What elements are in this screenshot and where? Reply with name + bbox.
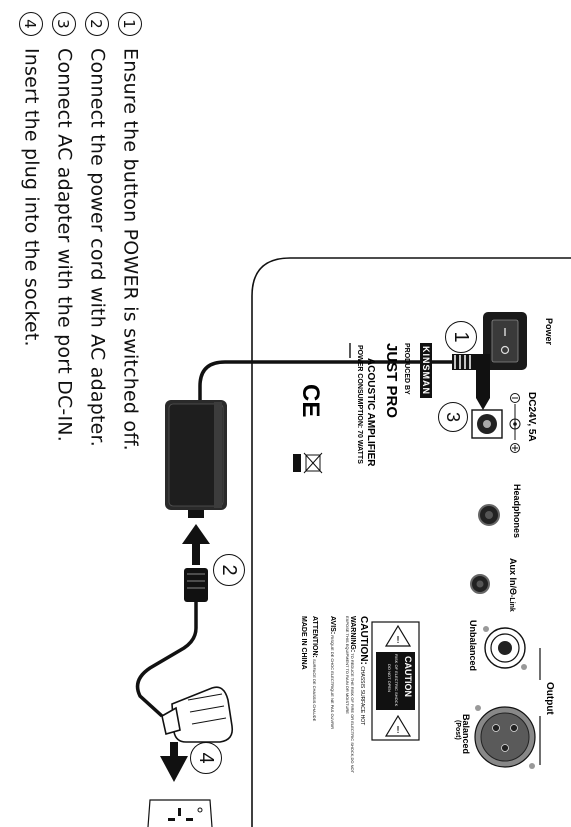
mains-cord bbox=[135, 602, 198, 718]
headphones-label: Headphones bbox=[512, 484, 522, 539]
produced-by-label: PRODUCED BY bbox=[403, 343, 410, 395]
dc-cord bbox=[198, 360, 452, 400]
dc-rating-label: DC24V, 5A bbox=[526, 392, 537, 442]
unbalanced-jack-icon bbox=[483, 626, 527, 670]
mains-plug-icon bbox=[161, 686, 234, 743]
link-icon: Θ bbox=[508, 588, 518, 596]
made-in-label: MADE IN CHINA bbox=[300, 616, 307, 670]
product-name: JUST PRO bbox=[383, 343, 400, 419]
aux-in-label: Aux In/Θ-Link bbox=[508, 558, 518, 612]
panel-outline bbox=[251, 257, 571, 827]
xlr-output-icon bbox=[474, 705, 536, 769]
power-label: Power bbox=[544, 318, 554, 346]
caution-label-line2: DO NOT OPEN bbox=[387, 664, 392, 692]
ac-adapter-icon bbox=[165, 400, 227, 518]
caution-line: CAUTION: CHASSIS SURFACE HOT bbox=[358, 616, 369, 725]
consumption-label: POWER CONSUMPTION: 70 WATTS bbox=[356, 345, 363, 464]
svg-text:!: ! bbox=[396, 635, 400, 646]
attention-line: ATTENTION: SURFACE DE CHASSIS CHAUDE bbox=[311, 616, 318, 721]
aux-in-jack-icon bbox=[470, 574, 490, 594]
callout-1: 1 bbox=[445, 321, 477, 353]
avis-head: AVIS: bbox=[329, 616, 336, 635]
wall-socket-icon bbox=[147, 799, 213, 827]
caution-head: CAUTION: bbox=[358, 616, 369, 665]
caution-label-line1: RISK OF ELECTRIC SHOCK bbox=[394, 654, 399, 707]
avis-line: AVIS: RISQUE DE CHOC ELECTRIQUE NE PAS O… bbox=[329, 616, 336, 776]
attention-head: ATTENTION: bbox=[311, 616, 318, 658]
connect-arrow-icon bbox=[182, 524, 210, 565]
power-cord-plug-icon bbox=[184, 568, 208, 602]
brand-logo: KINSMAN bbox=[420, 343, 432, 398]
output-label: Output bbox=[544, 682, 555, 715]
ce-mark: CE bbox=[297, 384, 324, 418]
link-text: -Link bbox=[508, 595, 515, 612]
warning-head: WARNING: bbox=[349, 616, 356, 653]
amp-type-label: ACOUSTIC AMPLIFIER bbox=[365, 358, 376, 467]
unbalanced-label: Unbalanced bbox=[468, 620, 478, 672]
avis-text: RISQUE DE CHOC ELECTRIQUE NE PAS OUVRIR bbox=[330, 635, 335, 729]
headphones-jack-icon bbox=[478, 504, 500, 526]
power-switch-icon bbox=[483, 312, 527, 370]
dc-jack-icon bbox=[471, 409, 503, 439]
caution-text: CHASSIS SURFACE HOT bbox=[359, 666, 365, 726]
attention-text: SURFACE DE CHASSIS CHAUDE bbox=[312, 659, 317, 722]
plug-in-arrow-icon bbox=[160, 742, 188, 782]
warning-line: WARNING: TO REDUCE THE RISK OF FIRE OR E… bbox=[345, 616, 356, 776]
balanced-sub-label: (Post) bbox=[454, 720, 461, 740]
insert-arrow-icon bbox=[476, 376, 490, 410]
polarity-symbol-icon bbox=[509, 393, 521, 453]
callout-3: 3 bbox=[438, 402, 468, 432]
caution-label-title: CAUTION bbox=[403, 656, 413, 697]
callout-2: 2 bbox=[213, 554, 245, 586]
weee-bin-icon bbox=[293, 452, 323, 474]
callout-4: 4 bbox=[190, 742, 222, 774]
caution-label-icon: ! ! bbox=[371, 621, 420, 741]
balanced-label: Balanced bbox=[461, 714, 471, 755]
svg-text:!: ! bbox=[396, 725, 400, 736]
dc-plug-icon bbox=[452, 354, 490, 398]
aux-in-text: Aux In/ bbox=[508, 558, 518, 589]
